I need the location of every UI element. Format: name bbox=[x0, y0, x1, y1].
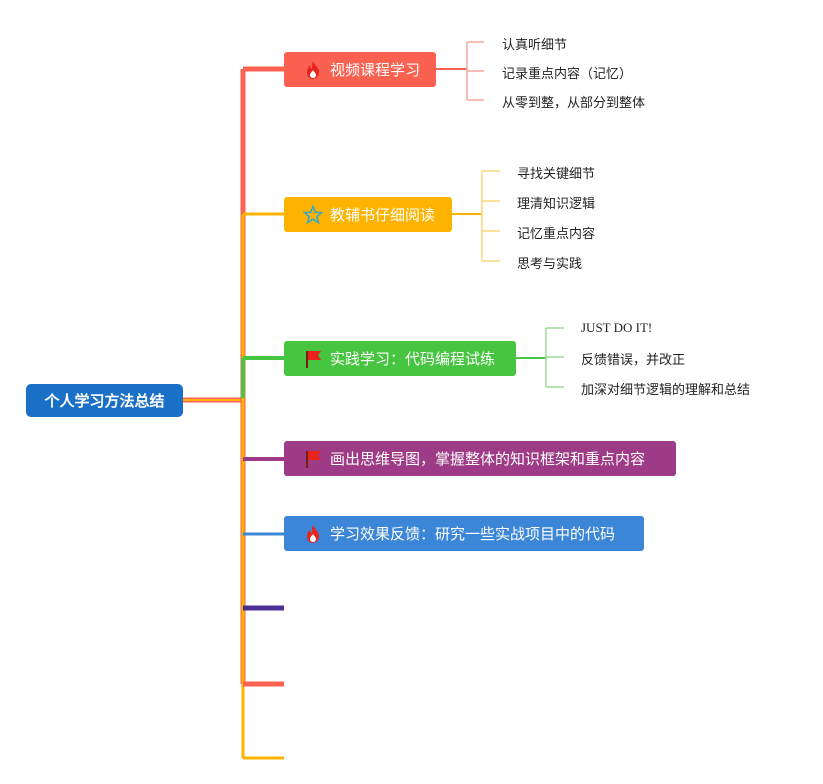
flag-icon bbox=[302, 348, 324, 370]
topic-mind-map[interactable]: 画出思维导图，掌握整体的知识框架和重点内容 bbox=[284, 441, 676, 476]
topic-book-reading[interactable]: 教辅书仔细阅读 bbox=[284, 197, 452, 232]
topic-label: 画出思维导图，掌握整体的知识框架和重点内容 bbox=[330, 450, 646, 468]
subtopic-item[interactable]: 记录重点内容（记忆） bbox=[502, 67, 633, 82]
subtopic-item[interactable]: 记忆重点内容 bbox=[517, 227, 596, 242]
topic-feedback[interactable]: 学习效果反馈：研究一些实战项目中的代码 bbox=[284, 516, 644, 551]
leaf-bracket-book bbox=[481, 170, 500, 262]
flag-icon bbox=[302, 448, 324, 470]
leaf-bracket-video bbox=[466, 41, 484, 101]
subtopic-item[interactable]: 反馈错误，并改正 bbox=[581, 353, 686, 368]
root-node[interactable]: 个人学习方法总结 bbox=[26, 384, 183, 417]
subtopic-item[interactable]: JUST DO IT! bbox=[581, 320, 653, 335]
leaf-bracket-practice bbox=[545, 327, 564, 388]
subtopic-item[interactable]: 寻找关键细节 bbox=[517, 167, 596, 182]
topic-label: 学习效果反馈：研究一些实战项目中的代码 bbox=[330, 525, 616, 543]
fire-icon bbox=[302, 59, 324, 81]
subtopic-item[interactable]: 思考与实践 bbox=[517, 257, 583, 272]
subtopic-item[interactable]: 加深对细节逻辑的理解和总结 bbox=[581, 383, 751, 398]
topic-label: 实践学习：代码编程试练 bbox=[330, 350, 496, 368]
topic-practice[interactable]: 实践学习：代码编程试练 bbox=[284, 341, 516, 376]
subtopic-item[interactable]: 从零到整，从部分到整体 bbox=[502, 96, 646, 111]
topic-label: 教辅书仔细阅读 bbox=[330, 206, 436, 224]
subtopic-item[interactable]: 认真听细节 bbox=[502, 38, 568, 53]
topic-video-course[interactable]: 视频课程学习 bbox=[284, 52, 436, 87]
subtopic-item[interactable]: 理清知识逻辑 bbox=[517, 197, 596, 212]
fire-icon bbox=[302, 523, 324, 545]
root-label: 个人学习方法总结 bbox=[44, 392, 165, 410]
star-icon bbox=[302, 204, 324, 226]
topic-label: 视频课程学习 bbox=[330, 61, 421, 79]
